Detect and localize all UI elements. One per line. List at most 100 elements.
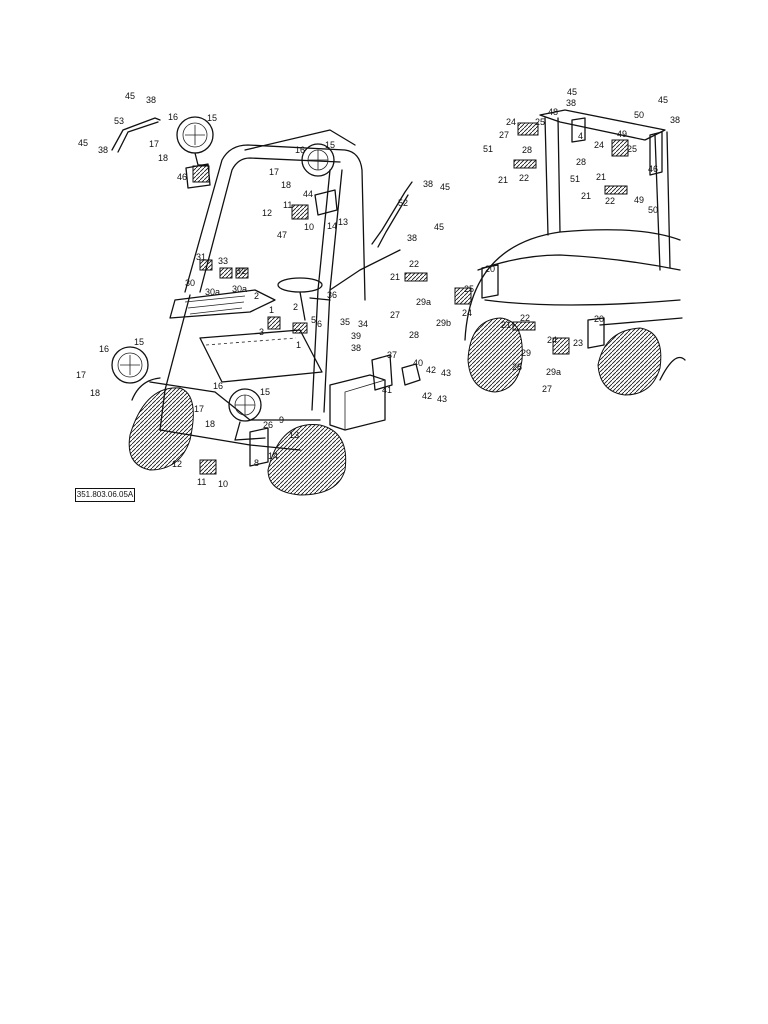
callout: 43	[441, 368, 451, 378]
callout: 29b	[436, 318, 451, 328]
callout: 45	[567, 87, 577, 97]
callout: 49	[617, 129, 627, 139]
callout: 52	[398, 198, 408, 208]
callout: 17	[149, 139, 159, 149]
callout: 21	[581, 191, 591, 201]
callout: 47	[277, 230, 287, 240]
callout: 10	[304, 222, 314, 232]
small-parts	[185, 117, 663, 475]
callout: 16	[213, 381, 223, 391]
callout: 39	[351, 331, 361, 341]
callout: 46	[648, 164, 658, 174]
callout: 38	[670, 115, 680, 125]
callout: 18	[205, 419, 215, 429]
callout: 45	[440, 182, 450, 192]
callout: 30a	[232, 284, 247, 294]
callout: 21	[501, 320, 511, 330]
callout: 45	[658, 95, 668, 105]
callout: 33	[218, 256, 228, 266]
callout: 35	[340, 317, 350, 327]
lamp-16-15-top-left	[176, 116, 214, 166]
callout: 26	[263, 420, 273, 430]
callout: 27	[499, 130, 509, 140]
callout: 38	[146, 95, 156, 105]
callout: 50	[648, 205, 658, 215]
callout: 18	[90, 388, 100, 398]
callout: 37	[387, 350, 397, 360]
callout: 12	[262, 208, 272, 218]
callout: 13	[338, 217, 348, 227]
callout: 11	[283, 200, 292, 210]
callout: 20	[594, 314, 604, 324]
callout: 18	[281, 180, 291, 190]
callout: 24	[462, 308, 472, 318]
callout: 17	[194, 404, 204, 414]
callout: 30a	[205, 287, 220, 297]
callout: 5	[311, 315, 316, 325]
callout: 24	[594, 140, 604, 150]
callout: 22	[409, 259, 419, 269]
callout: 28	[522, 145, 532, 155]
callout: 20	[485, 264, 495, 274]
callout: 25	[535, 117, 545, 127]
callout: 27	[542, 384, 552, 394]
lamp-16-15-mid-left	[111, 346, 149, 384]
callout: 51	[483, 144, 493, 154]
callout: 38	[407, 233, 417, 243]
callout: 21	[498, 175, 508, 185]
callout: 36	[327, 290, 337, 300]
callout: 31	[196, 252, 206, 262]
callout: 30	[185, 278, 195, 288]
callout: 1	[296, 340, 301, 350]
callout: 14	[268, 451, 278, 461]
callout: 45	[125, 91, 135, 101]
callout: 22	[520, 313, 530, 323]
callout: 3	[259, 327, 264, 337]
callout: 46	[177, 172, 187, 182]
callout: 43	[437, 394, 447, 404]
callout: 45	[434, 222, 444, 232]
callout-labels: 45 38 53 45 38 16 15 17 18 46 16 15 17 1…	[76, 87, 680, 489]
callout: 27	[390, 310, 400, 320]
callout: 51	[570, 174, 580, 184]
callout: 24	[547, 335, 557, 345]
callout: 38	[423, 179, 433, 189]
callout: 24	[506, 117, 516, 127]
callout: 53	[114, 116, 124, 126]
callout: 28	[409, 330, 419, 340]
callout: 16	[168, 112, 178, 122]
callout: 18	[158, 153, 168, 163]
callout: 6	[317, 319, 322, 329]
callout: 1	[269, 305, 274, 315]
callout: 29a	[416, 297, 431, 307]
callout: 2	[293, 302, 298, 312]
callout: 8	[254, 458, 259, 468]
callout: 16	[295, 145, 305, 155]
callout: 15	[260, 387, 270, 397]
callout: 15	[207, 113, 217, 123]
callout: 38	[566, 98, 576, 108]
callout: 40	[413, 358, 423, 368]
callout: 25	[464, 284, 474, 294]
callout: 29a	[546, 367, 561, 377]
callout: 50	[634, 110, 644, 120]
callout: 21	[390, 272, 400, 282]
callout: 28	[576, 157, 586, 167]
callout: 15	[325, 140, 335, 150]
lamp-16-15-cab	[301, 143, 335, 177]
callout: 17	[76, 370, 86, 380]
callout: 42	[422, 391, 432, 401]
callout: 29	[521, 348, 531, 358]
callout: 32	[236, 266, 246, 276]
callout: 23	[573, 338, 583, 348]
callout: 22	[605, 196, 615, 206]
callout: 28	[512, 362, 522, 372]
callout: 2	[254, 291, 259, 301]
callout: 41	[382, 385, 392, 395]
callout: 21	[596, 172, 606, 182]
callout: 38	[351, 343, 361, 353]
callout: 10	[218, 479, 228, 489]
lamp-16-15-lower	[228, 388, 266, 441]
callout: 16	[99, 344, 109, 354]
